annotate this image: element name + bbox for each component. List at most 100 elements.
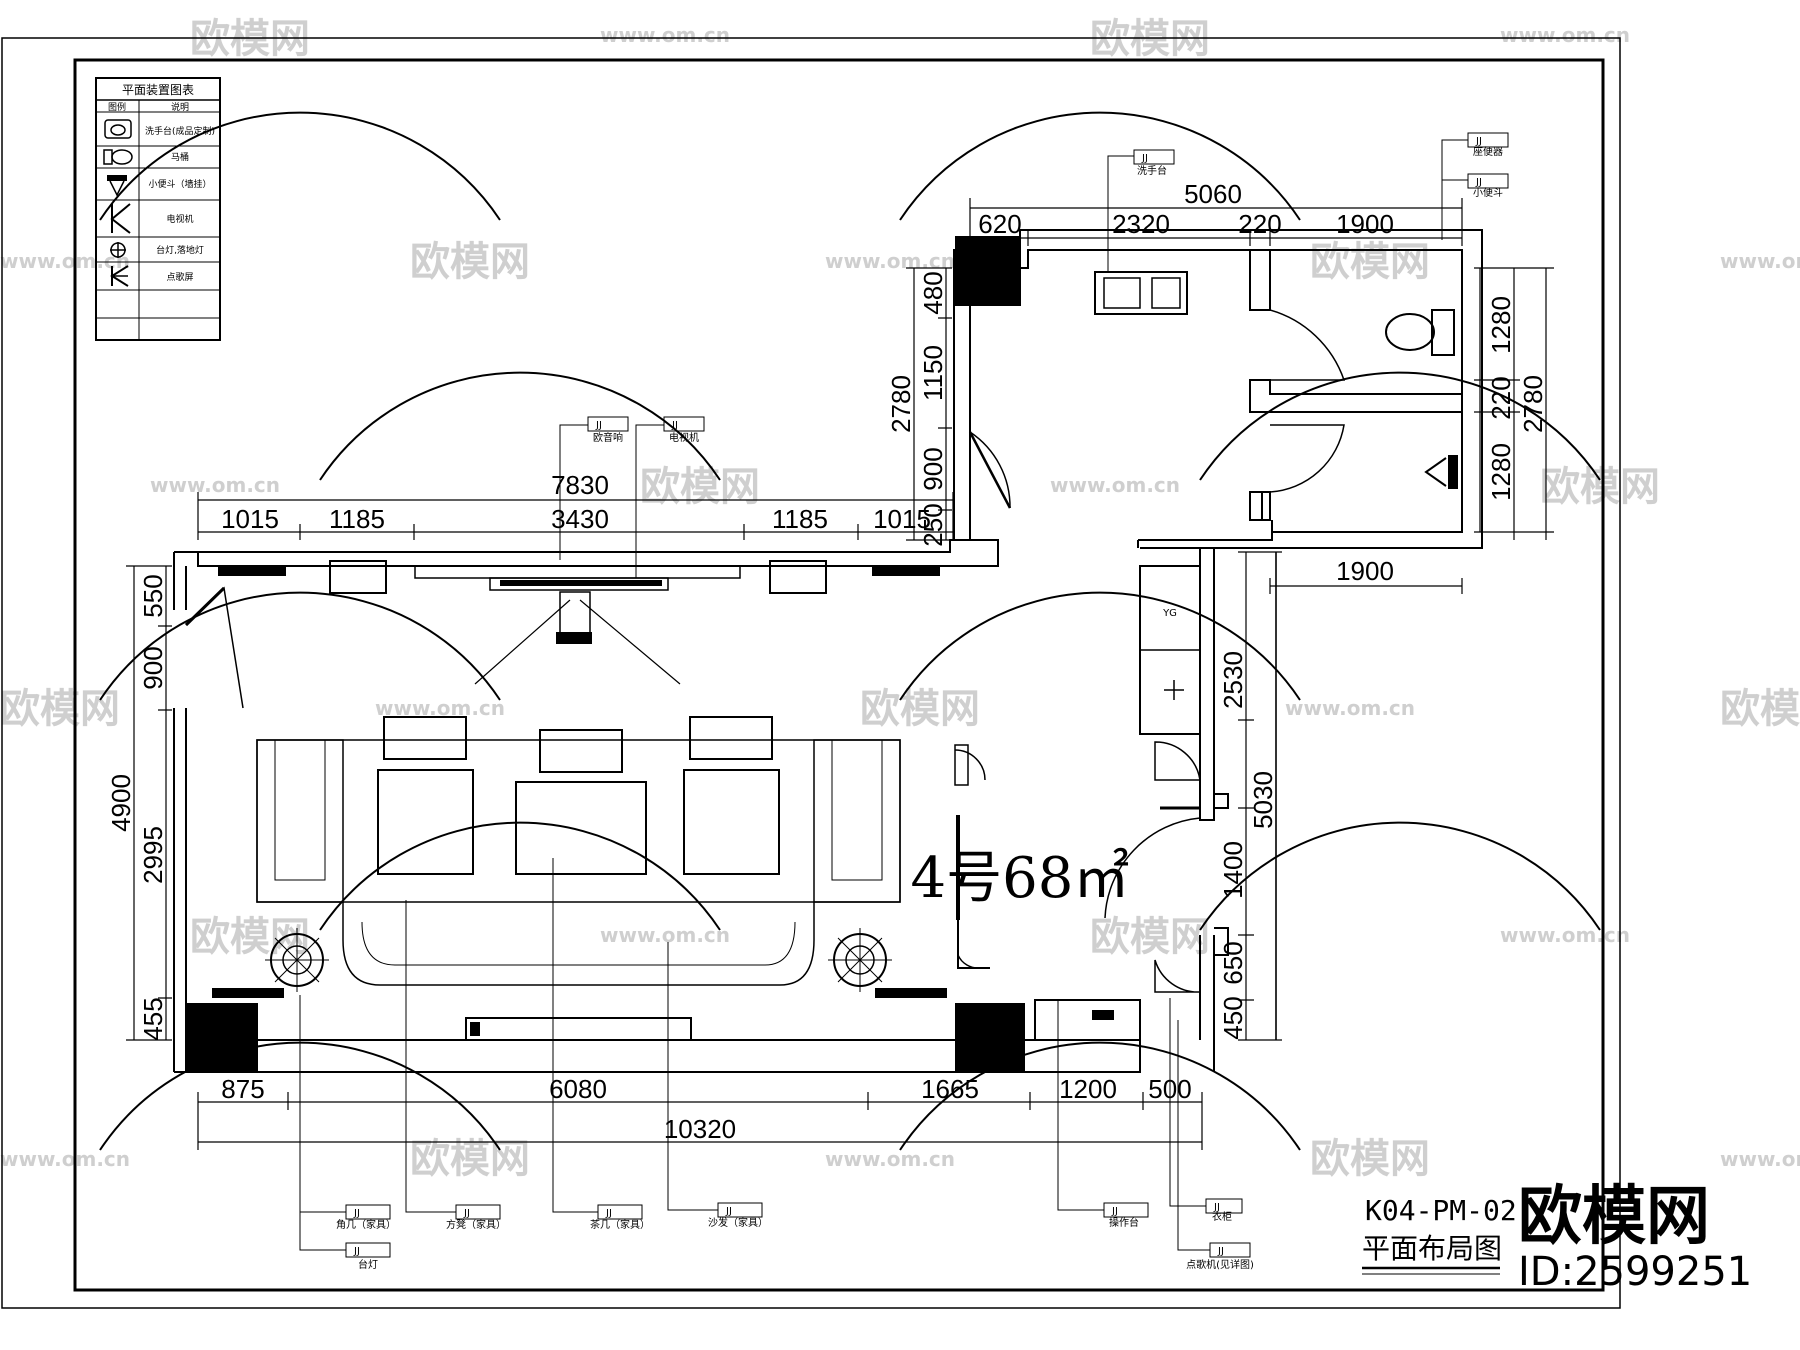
tag-label: 角几（家具） <box>336 1218 396 1231</box>
tag-wardrobe: 衣柜 JJ <box>1169 998 1243 1223</box>
speaker-right <box>769 560 827 594</box>
dim-left-overall: 4900 <box>106 774 136 832</box>
watermark-logo: 欧模网 <box>1540 464 1660 510</box>
dim-bottom-part: 875 <box>221 1074 264 1104</box>
urinal-stall-door <box>1269 424 1345 493</box>
tag-speaker: 欧音响 JJ <box>559 416 629 560</box>
stool-right <box>689 716 773 760</box>
dim-wc-left-part: 250 <box>918 503 948 546</box>
watermark-logo: 欧模网 <box>410 239 530 285</box>
tag-label: 操作台 <box>1109 1216 1139 1229</box>
watermark-url: www.om.cn <box>1720 1147 1800 1171</box>
lamp-outlet-icon <box>110 242 126 258</box>
tag-toilet: 座便器 JJ <box>1441 132 1509 240</box>
tag-coffee-table: 茶几（家具） JJ <box>552 858 650 1231</box>
corridor-door <box>1104 806 1201 919</box>
stool-center <box>539 729 623 773</box>
dim-bottom-part: 1200 <box>1059 1074 1117 1104</box>
title-block: K04-PM-02 平面布局图 欧模网 ID:2599251 <box>1362 1180 1752 1295</box>
dim-top-overall: 7830 <box>551 470 609 500</box>
dim-top-part: 1185 <box>329 504 385 534</box>
watermark-url: www.om.cn <box>0 249 130 273</box>
dim-corridor-part: 450 <box>1218 996 1248 1039</box>
tag-prefix: JJ <box>1213 1202 1220 1213</box>
watermark-arcs <box>99 111 1601 1151</box>
legend-item-label: 电视机 <box>166 213 193 225</box>
watermark-logo: 欧模网 <box>1310 239 1430 285</box>
structural-columns <box>186 236 1025 1073</box>
dimension-wc-right: 1280 220 1280 2780 <box>1474 267 1554 540</box>
leader-tags: 欧音响 JJ 电视机 JJ 洗手台 JJ 座便器 JJ 小便斗 JJ 角几（家具… <box>299 132 1509 1271</box>
watermark-layer: 欧模网 欧模网 欧模网 欧模网 欧模网 欧模网 欧模网 欧模网 欧模网 欧模网 … <box>0 16 1800 1182</box>
sofa-set <box>256 739 901 986</box>
watermark-url: www.om.cn <box>0 1147 130 1171</box>
tag-label: 欧音响 <box>593 431 623 444</box>
plan-walls <box>173 229 1483 1073</box>
brand-name: 欧模网 <box>1518 1180 1710 1254</box>
dim-wc-right-part: 1280 <box>1486 296 1516 354</box>
wall-shelf-left <box>218 566 286 576</box>
watermark-url: www.om.cn <box>1720 249 1800 273</box>
urinal-fixture <box>1424 455 1458 489</box>
legend-item-label: 马桶 <box>171 151 189 163</box>
watermark-logo: 欧模网 <box>190 914 310 960</box>
side-table-left <box>212 988 284 998</box>
tag-side-table: 角几（家具） JJ <box>299 995 396 1231</box>
drawing-title: 平面布局图 <box>1362 1232 1502 1265</box>
dim-corridor-part: 650 <box>1218 941 1248 984</box>
tv-panel <box>500 580 662 586</box>
dimension-wc-left: 2780 480 1150 900 250 <box>886 267 952 547</box>
tag-label: 点歌机(见详图) <box>1186 1258 1254 1271</box>
dim-wc-top-part: 1900 <box>1336 209 1394 239</box>
toilet-fixture <box>1385 309 1455 356</box>
dim-bottom-part: 6080 <box>549 1074 607 1104</box>
dim-bottom-overall: 10320 <box>664 1114 736 1144</box>
operation-counter-sink <box>1092 1010 1114 1020</box>
floor-lamp-right <box>828 928 892 992</box>
tag-label: 座便器 <box>1473 145 1503 158</box>
tag-label: 洗手台 <box>1137 164 1167 177</box>
tag-prefix: JJ <box>595 420 602 431</box>
drawing-code: K04-PM-02 <box>1365 1194 1517 1227</box>
watermark-logo: 欧模网 <box>1720 686 1800 732</box>
tag-operation-counter: 操作台 JJ <box>1057 1000 1149 1229</box>
dimension-wc-top: 5060 620 2320 220 1900 <box>969 179 1463 246</box>
legend-item-label: 洗手台(成品定制) <box>145 125 215 137</box>
legend-item-label: 小便斗（墙挂） <box>148 178 211 190</box>
tag-wash-basin: 洗手台 JJ <box>1107 149 1175 272</box>
watermark-logo: 欧模网 <box>0 686 120 732</box>
display-outlet-icon <box>110 265 129 287</box>
tag-label: 小便斗 <box>1473 186 1503 199</box>
dim-wc-right-part: 220 <box>1486 376 1516 419</box>
dim-left-part: 900 <box>138 646 168 689</box>
dim-left-part: 455 <box>138 997 168 1040</box>
tag-tv: 电视机 JJ <box>635 416 705 578</box>
watermark-logo: 欧模网 <box>1090 16 1210 62</box>
legend-col-desc: 说明 <box>171 101 189 113</box>
wash-basin-fixture <box>1094 271 1188 315</box>
legend-table: 平面装置图表 图例 说明 洗手台(成品定制) 马桶 小便斗（墙挂） 电视机 台灯 <box>95 77 221 341</box>
dimension-corridor: 2530 1400 650 450 5030 <box>1218 551 1282 1041</box>
tag-label: 衣柜 <box>1212 1210 1232 1223</box>
tag-prefix: JJ <box>1217 1246 1224 1257</box>
dim-wc-left-part: 480 <box>918 271 948 314</box>
watermark-urls: www.om.cn www.om.cn www.om.cn www.om.cn … <box>0 23 1800 1171</box>
doors <box>184 309 1346 993</box>
tag-prefix: JJ <box>1475 136 1482 147</box>
dim-corridor-part: 2530 <box>1218 651 1248 709</box>
tag-prefix: JJ <box>1111 1206 1118 1217</box>
wardrobe-door-pair <box>1154 741 1201 993</box>
karaoke-console-knob <box>470 1022 480 1036</box>
entry-door-left <box>184 586 244 709</box>
dim-wc-right-part: 1280 <box>1486 443 1516 501</box>
coffee-table <box>515 781 647 875</box>
tag-prefix: JJ <box>605 1208 612 1219</box>
wardrobe-mark: YG <box>1162 608 1177 619</box>
dim-top-part: 3430 <box>551 504 609 534</box>
operation-counter <box>1034 999 1141 1041</box>
tag-label: 电视机 <box>669 431 699 444</box>
side-table-right <box>875 988 947 998</box>
watermark-url: www.om.cn <box>600 923 730 947</box>
floor-lamp-left <box>265 928 329 992</box>
speaker-left <box>329 560 387 594</box>
